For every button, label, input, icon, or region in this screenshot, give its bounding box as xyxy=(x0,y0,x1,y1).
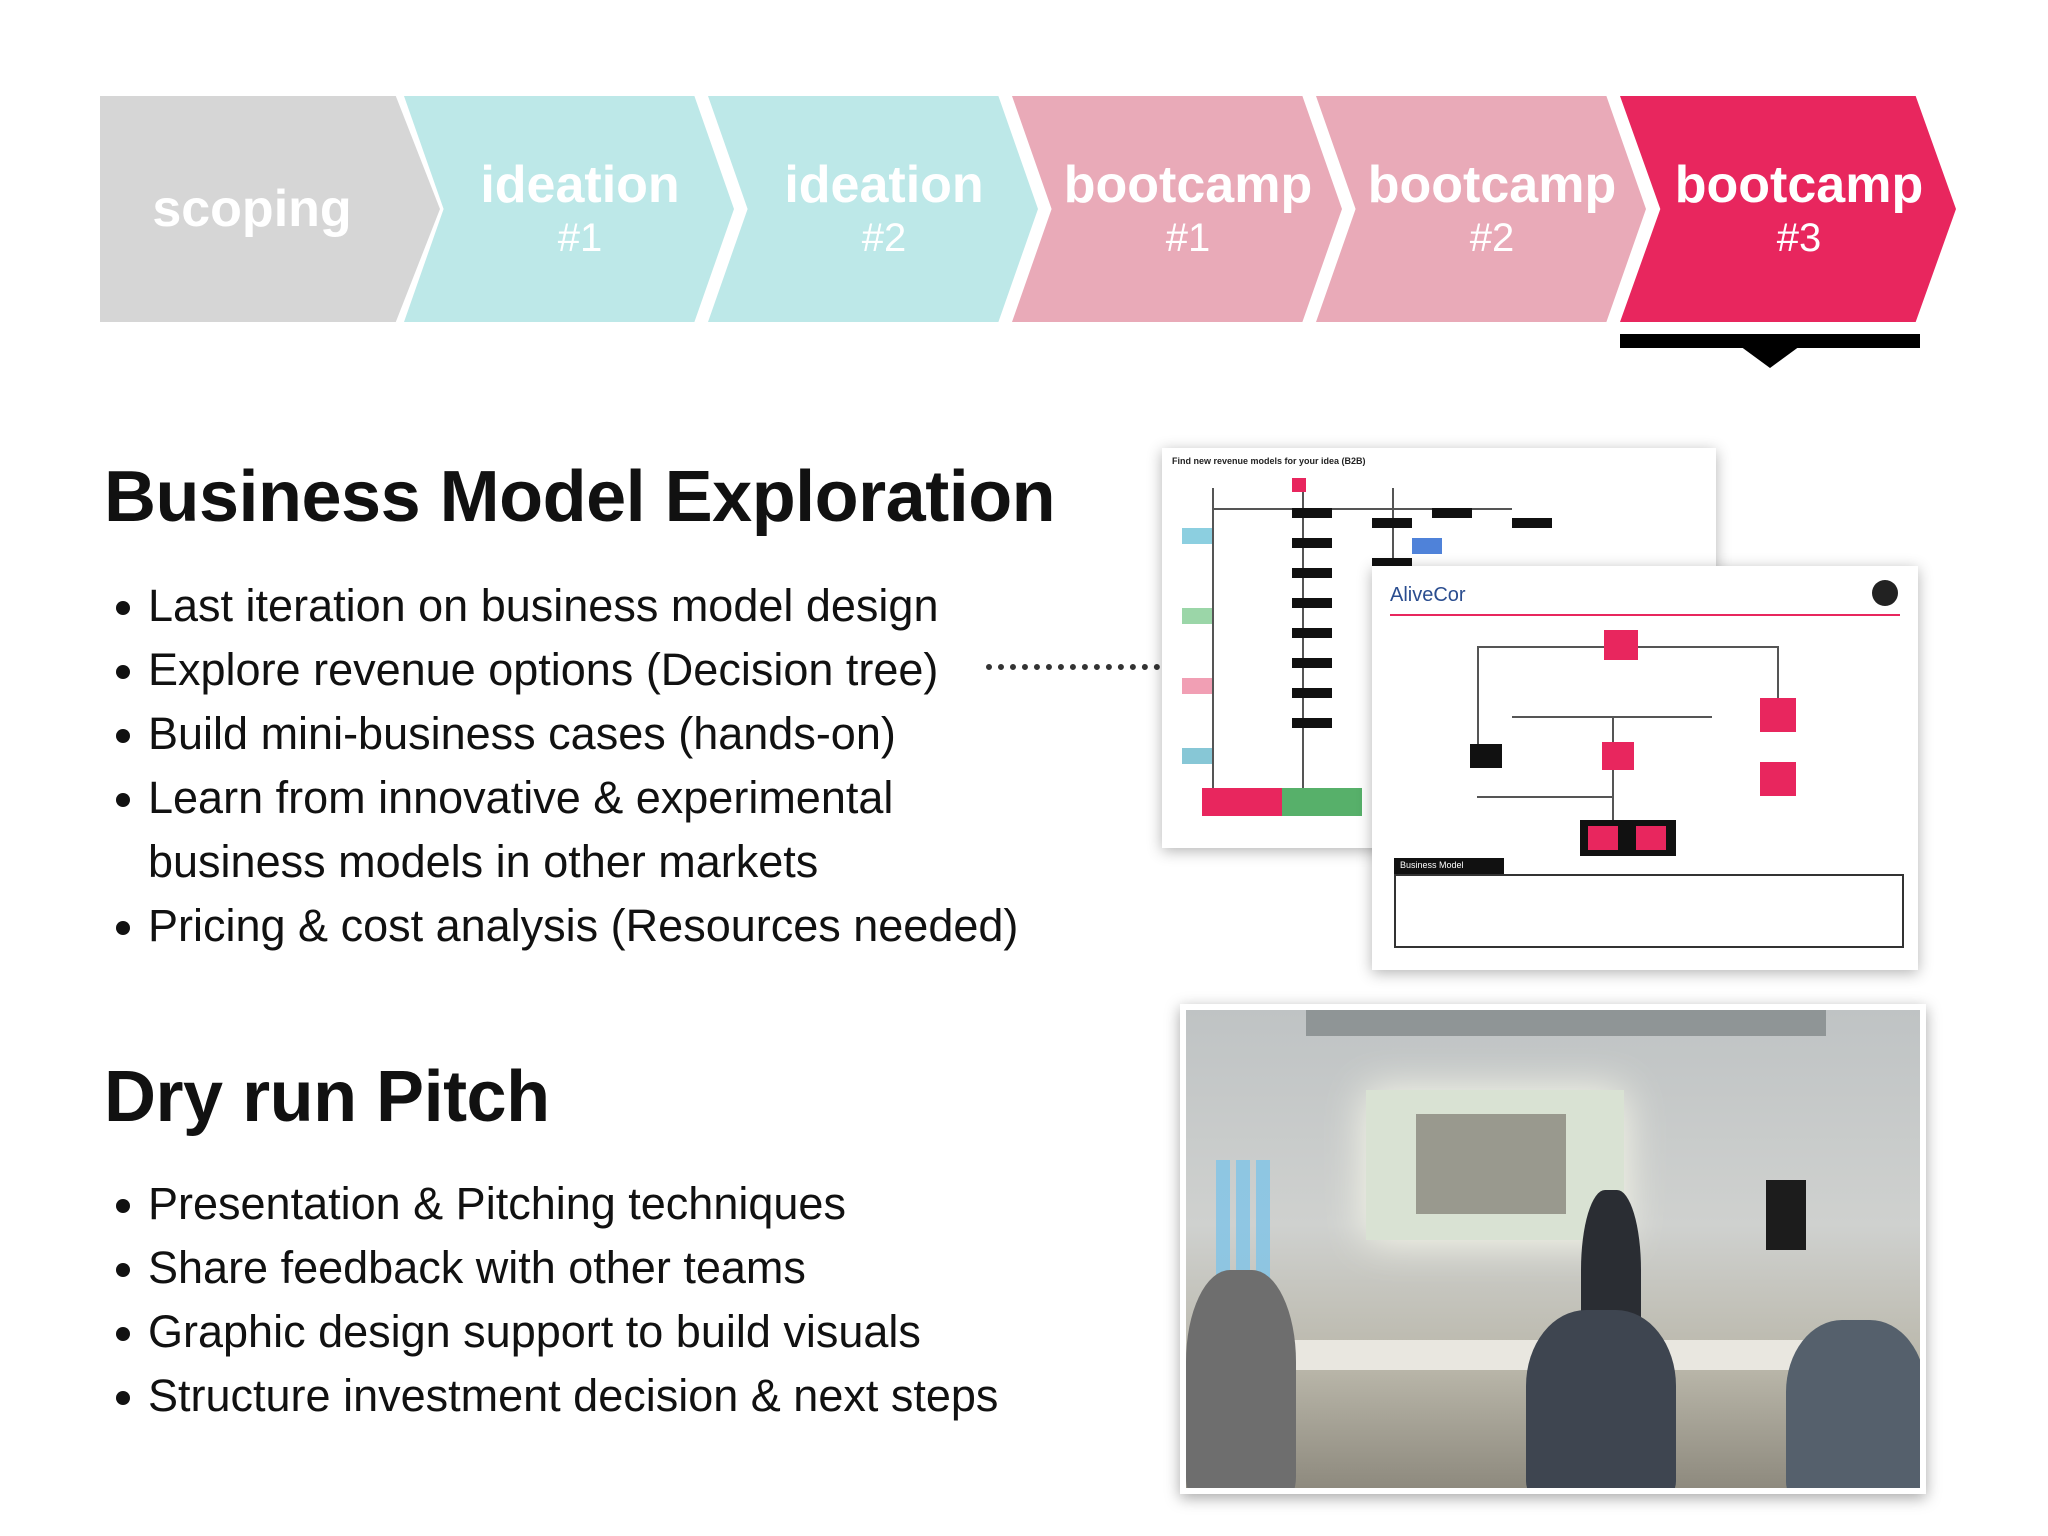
list-item: Pricing & cost analysis (Resources neede… xyxy=(104,894,1064,958)
section-title-dry-run: Dry run Pitch xyxy=(104,1057,550,1137)
process-steps: scoping ideation #1 ideation #2 bootcamp… xyxy=(0,0,2048,380)
dry-run-bullet-list: Presentation & Pitching techniques Share… xyxy=(104,1172,1084,1428)
list-item: Build mini-business cases (hands-on) xyxy=(104,702,1064,766)
step-ideation-2[interactable]: ideation #2 xyxy=(708,96,1038,322)
loudspeaker xyxy=(1766,1180,1806,1250)
list-item: Explore revenue options (Decision tree) xyxy=(104,638,1064,702)
step-name: bootcamp xyxy=(1674,156,1924,214)
business-model-bullet-list: Last iteration on business model design … xyxy=(104,574,1064,958)
step-number: #3 xyxy=(1776,216,1822,260)
table-label: Business Model xyxy=(1400,860,1464,870)
step-bootcamp-2[interactable]: bootcamp #2 xyxy=(1316,96,1646,322)
alivecor-logo: AliveCor xyxy=(1390,584,1466,606)
list-item: Learn from innovative & experimental bus… xyxy=(104,766,988,894)
step-bootcamp-3-active[interactable]: bootcamp #3 xyxy=(1620,96,1956,322)
dotted-connector xyxy=(986,664,1160,670)
active-step-indicator-bar xyxy=(1620,334,1920,348)
list-item: Structure investment decision & next ste… xyxy=(104,1364,1084,1428)
list-item: Last iteration on business model design xyxy=(104,574,1064,638)
list-item: Presentation & Pitching techniques xyxy=(104,1172,1084,1236)
business-model-diagram: AliveCor Business Model xyxy=(1372,566,1918,970)
diagram-title: Find new revenue models for your idea (B… xyxy=(1172,456,1366,466)
step-bootcamp-1[interactable]: bootcamp #1 xyxy=(1012,96,1342,322)
business-model-table xyxy=(1394,874,1904,948)
audience-member xyxy=(1526,1310,1676,1488)
step-scoping[interactable]: scoping xyxy=(100,96,440,322)
step-name: ideation xyxy=(480,156,680,214)
audience-member xyxy=(1186,1270,1296,1488)
step-ideation-1[interactable]: ideation #1 xyxy=(404,96,734,322)
active-step-pointer-icon xyxy=(1740,346,1800,368)
list-item: Share feedback with other teams xyxy=(104,1236,1084,1300)
step-name: ideation xyxy=(784,156,984,214)
business-model-table-header xyxy=(1394,858,1504,874)
pitch-session-photo xyxy=(1180,1004,1926,1494)
step-number: #2 xyxy=(861,216,907,260)
step-number: #1 xyxy=(557,216,603,260)
projector-screen xyxy=(1366,1090,1624,1240)
step-number: #2 xyxy=(1469,216,1515,260)
step-name: bootcamp xyxy=(1063,156,1313,214)
ceiling-duct xyxy=(1306,1010,1826,1036)
step-name: scoping xyxy=(152,180,352,238)
step-number: #1 xyxy=(1165,216,1211,260)
section-title-business-model: Business Model Exploration xyxy=(104,457,1056,537)
audience-member xyxy=(1786,1320,1920,1488)
badge-icon xyxy=(1872,580,1898,606)
list-item: Graphic design support to build visuals xyxy=(104,1300,1084,1364)
step-name: bootcamp xyxy=(1367,156,1617,214)
